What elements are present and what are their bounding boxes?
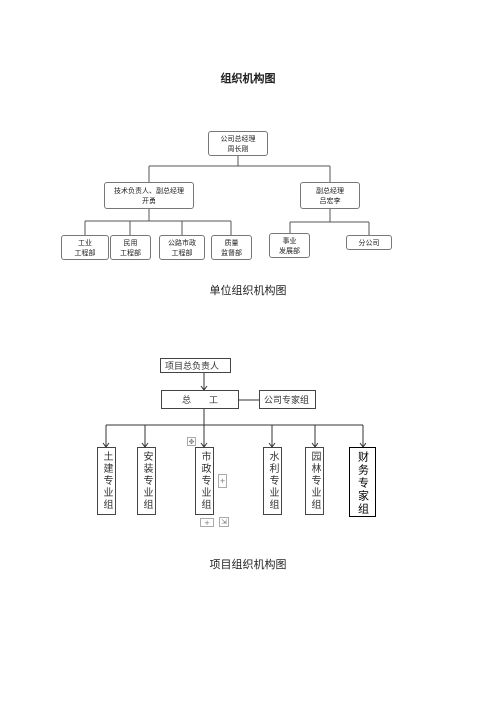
node-line: 公司总经理 <box>220 134 256 143</box>
node-line: 工程部 <box>74 248 96 257</box>
group-municipal: 市政专业组 <box>195 447 214 515</box>
dept-business-development: 事业 发展部 <box>269 233 310 258</box>
group-water-conservancy: 水利专业组 <box>263 447 282 515</box>
group-civil-construction: 土建专业组 <box>97 447 116 515</box>
node-project-lead: 项目总负责人 <box>160 358 231 373</box>
node-line: 民用 <box>123 238 138 247</box>
dept-industrial-engineering: 工业 工程部 <box>61 235 109 260</box>
group-installation: 安装专业组 <box>137 447 156 515</box>
node-line: 质量 <box>224 238 239 247</box>
node-line: 分公司 <box>358 238 380 247</box>
add-right-handle[interactable]: + <box>218 474 227 488</box>
node-line: 监督部 <box>221 248 242 257</box>
unit-org-caption: 单位组织机构图 <box>209 284 287 297</box>
group-landscape: 园林专业组 <box>305 447 324 515</box>
page-title: 组织机构图 <box>220 72 276 85</box>
resize-handle-icon[interactable]: ⇲ <box>219 517 229 527</box>
root-node-ceo: 公司总经理 周长刚 <box>208 131 268 156</box>
dept-quality-supervision: 质量 监督部 <box>211 235 252 260</box>
project-org-caption: 项目组织机构图 <box>209 558 287 571</box>
node-line: 副总经理 <box>316 186 344 195</box>
move-handle-icon[interactable]: ✥ <box>187 437 196 446</box>
node-line: 发展部 <box>279 246 300 255</box>
node-line: 开勇 <box>142 196 156 205</box>
add-below-handle[interactable]: + <box>200 518 214 527</box>
node-line: 吕宏李 <box>319 196 341 205</box>
node-technical-vp: 技术负责人、副总经理 开勇 <box>104 182 194 209</box>
node-chief-engineer: 总 工 <box>161 390 239 409</box>
node-deputy-gm: 副总经理 吕宏李 <box>300 182 360 209</box>
group-finance-experts: 财务专家组 <box>349 447 376 517</box>
node-line: 工业 <box>78 238 92 247</box>
dept-road-municipal: 公路市政 工程部 <box>159 235 205 260</box>
node-line: 工程部 <box>171 248 193 257</box>
node-company-expert-group: 公司专家组 <box>259 390 316 409</box>
node-line: 工程部 <box>120 248 141 257</box>
node-line: 公路市政 <box>168 238 196 247</box>
node-line: 技术负责人、副总经理 <box>114 186 184 195</box>
dept-civil-engineering: 民用 工程部 <box>110 235 151 260</box>
node-line: 事业 <box>282 236 297 245</box>
node-line: 周长刚 <box>227 144 249 153</box>
dept-branch-company: 分公司 <box>346 235 392 250</box>
